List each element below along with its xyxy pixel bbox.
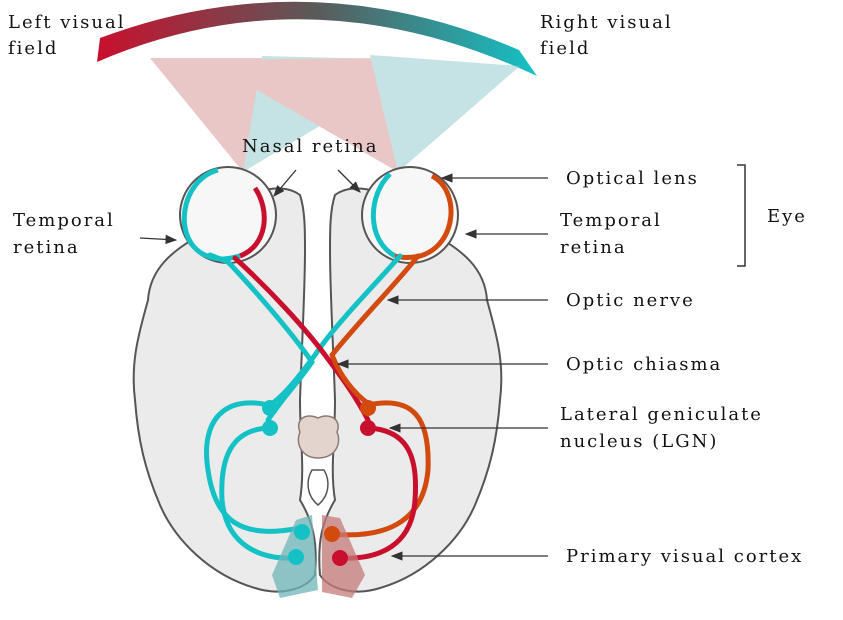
midbrain <box>298 416 338 458</box>
label-optical-lens: Optical lens <box>566 168 699 189</box>
label-temporal-retina-right-line2: retina <box>560 237 627 258</box>
longitudinal-fissure <box>308 470 328 505</box>
label-left-visual-field-line2: field <box>8 38 58 59</box>
label-temporal-retina-left-line2: retina <box>13 237 80 258</box>
eye-bracket <box>737 165 745 266</box>
label-left-visual-field-line1: Left visual <box>8 12 125 33</box>
arrow-temporal-left <box>140 238 176 240</box>
label-eye: Eye <box>767 206 807 227</box>
label-right-visual-field-line1: Right visual <box>540 12 673 33</box>
label-lgn-line2: nucleus (LGN) <box>560 431 718 452</box>
label-temporal-retina-left-line1: Temporal <box>13 210 115 231</box>
label-optic-chiasma: Optic chiasma <box>566 354 722 375</box>
label-temporal-retina-right-line1: Temporal <box>560 210 662 231</box>
label-nasal-retina: Nasal retina <box>242 136 379 157</box>
label-optic-nerve: Optic nerve <box>566 290 695 311</box>
right-eye <box>362 167 458 263</box>
label-primary-visual-cortex: Primary visual cortex <box>566 546 803 567</box>
left-eye <box>180 167 276 263</box>
brain <box>134 188 502 591</box>
label-right-visual-field-line2: field <box>540 38 590 59</box>
label-lgn-line1: Lateral geniculate <box>560 404 763 425</box>
